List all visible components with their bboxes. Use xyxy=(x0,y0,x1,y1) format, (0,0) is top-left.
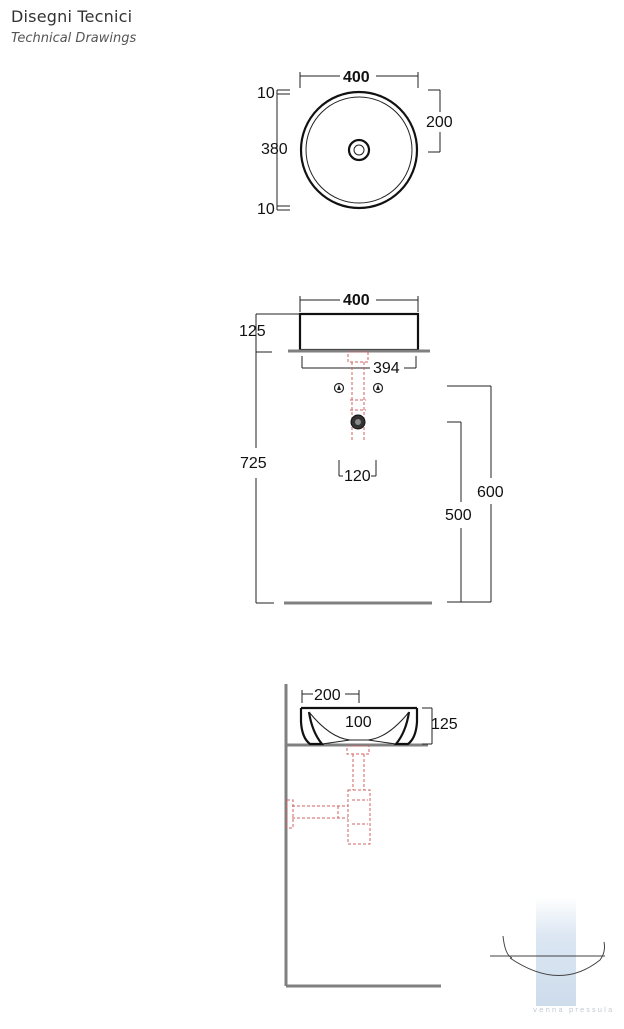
basin-inner-rim xyxy=(305,96,413,204)
base-width-dimension: 394 xyxy=(301,356,417,377)
front-width-label: 400 xyxy=(343,292,370,309)
inner-height-label: 380 xyxy=(261,141,288,158)
front-basin xyxy=(298,312,420,352)
height-500-label: 500 xyxy=(445,507,472,524)
trap-width-dimension: 120 xyxy=(338,460,377,485)
side-half-width-label: 200 xyxy=(314,687,341,704)
front-waste-pipe xyxy=(347,351,369,440)
side-basin-section xyxy=(299,706,419,746)
top-depth-dimension: 200 xyxy=(426,89,453,153)
bottom-gap-label: 10 xyxy=(257,201,275,218)
watermark-bar xyxy=(536,898,576,1006)
side-basin-height-label: 125 xyxy=(431,716,458,733)
height-600-label: 600 xyxy=(477,484,504,501)
drain-outer xyxy=(347,138,371,162)
side-height-dimension: 125 xyxy=(422,707,458,745)
half-depth-label: 200 xyxy=(426,114,453,131)
top-width-dimension: 400 xyxy=(299,69,419,88)
drain-inner xyxy=(353,144,365,156)
watermark-logo: venna pressula xyxy=(490,898,614,1014)
trap-width-label: 120 xyxy=(344,468,371,485)
side-half-width-dimension: 200 xyxy=(301,687,360,704)
waste-offset-label: 100 xyxy=(345,714,372,731)
base-width-label: 394 xyxy=(373,360,400,377)
front-view: 400 394 125 725 xyxy=(239,292,504,605)
front-right-dimensions: 600 500 xyxy=(445,385,504,603)
page-subtitle: Technical Drawings xyxy=(11,31,137,46)
side-siphon xyxy=(286,745,371,845)
page-title: Disegni Tecnici xyxy=(11,7,133,26)
front-left-dimensions: 125 725 xyxy=(239,313,300,604)
top-view: 400 10 380 10 200 xyxy=(257,69,453,218)
front-width-dimension: 400 xyxy=(299,292,419,312)
watermark-text: venna pressula xyxy=(533,1006,614,1014)
drain-outlet-icon xyxy=(350,414,366,430)
top-width-label: 400 xyxy=(343,69,370,86)
basin-outer-rim xyxy=(299,90,419,210)
top-left-dimensions: 10 380 10 xyxy=(257,85,290,218)
left-valve-icon xyxy=(333,382,345,394)
top-gap-label: 10 xyxy=(257,85,275,102)
front-basin-height-label: 125 xyxy=(239,323,266,340)
right-valve-icon xyxy=(372,382,384,394)
total-height-label: 725 xyxy=(240,455,267,472)
side-view: 200 100 125 xyxy=(284,684,458,988)
